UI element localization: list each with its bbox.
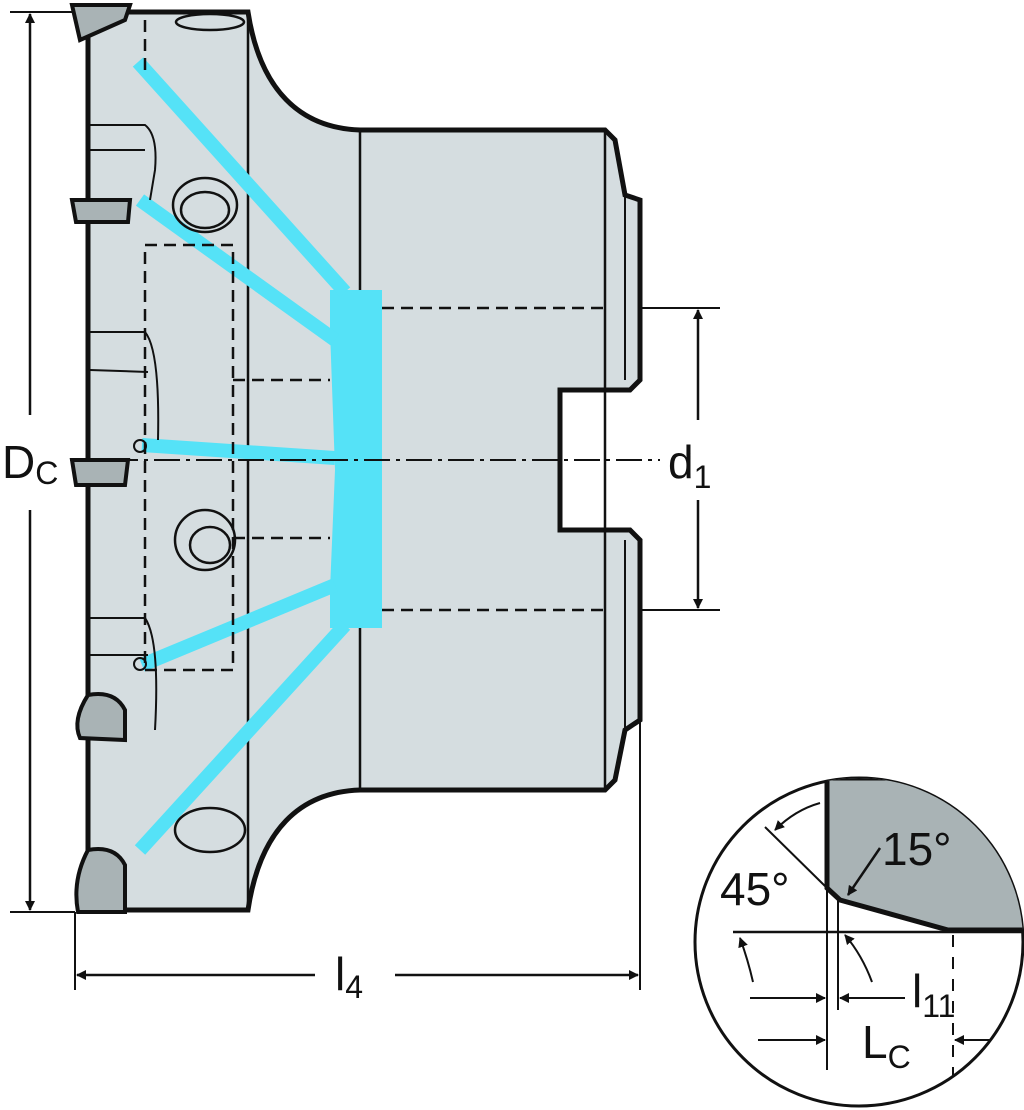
insert-pockets <box>89 124 160 731</box>
d1-label: d1 <box>668 436 711 495</box>
l11-label: l11 <box>912 965 955 1024</box>
angle-45-label: 45° <box>720 863 790 915</box>
screw-holes <box>171 12 247 854</box>
coolant-channels <box>132 57 382 855</box>
dimension-d1: d1 <box>640 307 720 611</box>
lc-label: LC <box>862 1016 911 1075</box>
dc-label: DC <box>2 436 58 491</box>
dimension-l4: l4 <box>74 720 641 1005</box>
insert-detail-view: 45° 15° l11 LC <box>693 776 1024 1108</box>
angle-15-label: 15° <box>882 823 952 875</box>
l4-label: l4 <box>335 948 363 1005</box>
inserts <box>69 3 133 914</box>
hidden-lines <box>143 20 605 672</box>
dimension-dc: DC <box>2 11 75 913</box>
